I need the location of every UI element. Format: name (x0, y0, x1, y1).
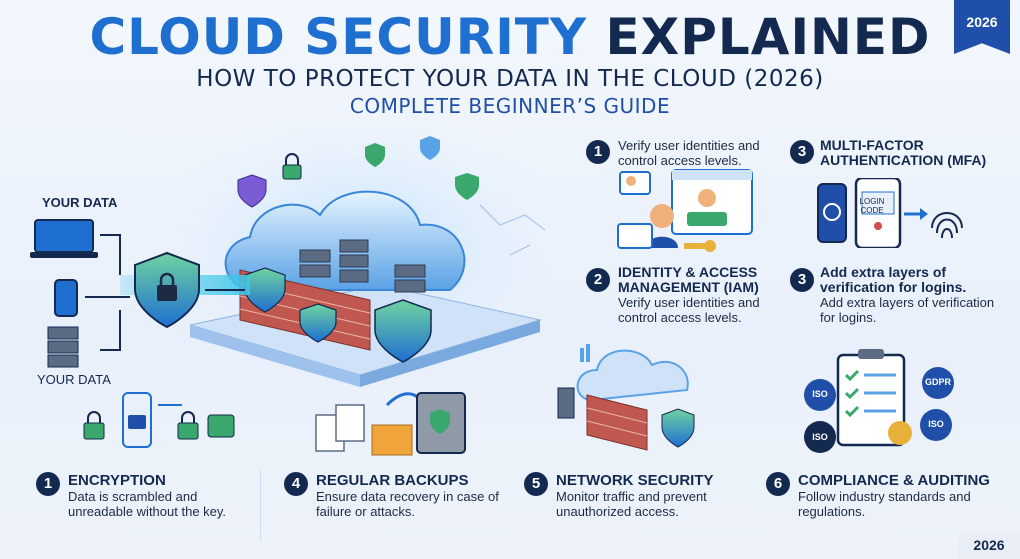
bottom-item-text: Follow industry standards and regulation… (798, 489, 971, 519)
step-number-badge: 1 (36, 472, 60, 496)
bottom-item-text: Data is scrambled and unreadable without… (68, 489, 227, 519)
page-title: CLOUD SECURITY EXPLAINED (0, 8, 1020, 66)
mfa-illustration (812, 178, 972, 248)
page-subtitle: HOW TO PROTECT YOUR DATA IN THE CLOUD (2… (196, 66, 824, 92)
backups-illustration (312, 385, 482, 465)
firewall-cloud-icon (557, 344, 695, 451)
step-title: IDENTITY & ACCESS MANAGEMENT (IAM) (618, 264, 759, 295)
iam-illustration (612, 168, 772, 258)
step-description: Verify user identities and control acces… (618, 138, 760, 168)
step-number-badge: 3 (790, 268, 814, 292)
step-description: Add extra layers of verification for log… (820, 295, 995, 325)
clipboard-badges-icon (804, 349, 954, 453)
title-part2: EXPLAINED (605, 8, 931, 66)
mfa-extra-block: Add extra layers of verification for log… (820, 264, 1000, 326)
network-illustration (552, 340, 722, 460)
bottom-item-text: Ensure data recovery in case of failure … (316, 489, 499, 519)
bottom-item-encryption: 1 ENCRYPTION Data is scrambled and unrea… (36, 472, 256, 519)
bottom-item-text: Monitor traffic and prevent unauthorized… (556, 489, 707, 519)
badge-iso-2: ISO (812, 432, 828, 442)
step-description: Verify user identities and control acces… (618, 295, 760, 325)
badge-gdpr: GDPR (924, 377, 951, 387)
step-number-badge: 3 (790, 140, 814, 164)
bottom-item-compliance: 6 COMPLIANCE & AUDITING Follow industry … (766, 472, 996, 519)
step-number-badge: 5 (524, 472, 548, 496)
bottom-item-title: NETWORK SECURITY (556, 472, 714, 489)
divider (260, 470, 261, 540)
page-subtitle-guide: COMPLETE BEGINNER’S GUIDE (349, 94, 671, 118)
login-code-label: LOGIN CODE (859, 197, 885, 215)
your-data-label-bottom: YOUR DATA (37, 372, 111, 387)
corner-year-badge: 2026 (958, 531, 1020, 559)
step-number-badge: 2 (586, 268, 610, 292)
badge-iso-3: ISO (928, 419, 944, 429)
hero-illustration (0, 125, 560, 395)
cloud-security-illustration (30, 125, 560, 387)
folder-safe-icon (315, 392, 466, 456)
bottom-item-network: 5 NETWORK SECURITY Monitor traffic and p… (524, 472, 754, 519)
step-title: Add extra layers of verification for log… (820, 264, 967, 295)
step-number-badge: 6 (766, 472, 790, 496)
encryption-illustration (78, 385, 238, 455)
fingerprint-phone-icon (817, 178, 963, 248)
step-number-badge: 1 (586, 140, 610, 164)
identity-access-icon (617, 169, 753, 252)
bottom-item-backups: 4 REGULAR BACKUPS Ensure data recovery i… (284, 472, 514, 519)
step-title: MULTI-FACTOR AUTHENTICATION (MFA) (820, 137, 987, 168)
bottom-item-title: COMPLIANCE & AUDITING (798, 472, 990, 489)
badge-iso-1: ISO (812, 389, 828, 399)
your-data-label-top: YOUR DATA (42, 195, 118, 210)
compliance-illustration (800, 345, 960, 460)
bottom-item-title: ENCRYPTION (68, 472, 166, 489)
iam-block: IDENTITY & ACCESS MANAGEMENT (IAM) Verif… (618, 264, 788, 326)
title-part1: CLOUD SECURITY (89, 8, 588, 66)
bottom-item-title: REGULAR BACKUPS (316, 472, 469, 489)
lock-phone-icon (83, 392, 235, 448)
step-number-badge: 4 (284, 472, 308, 496)
